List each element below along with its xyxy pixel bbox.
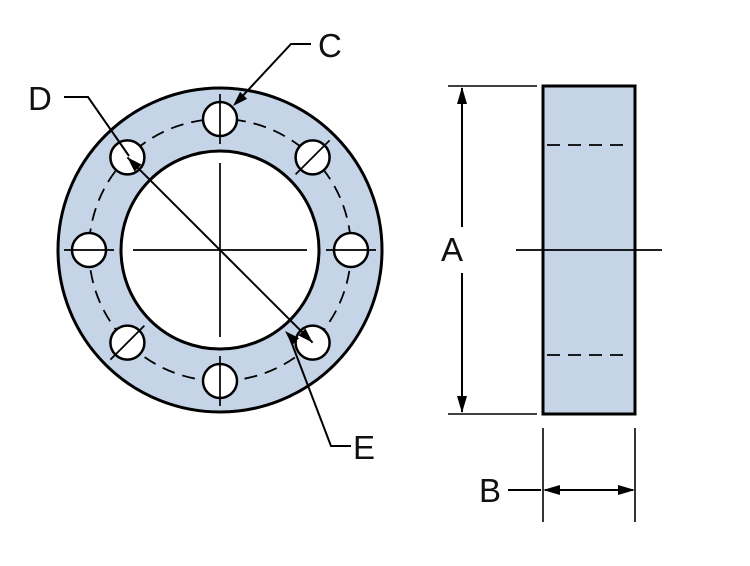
dimension-b: B [479, 428, 636, 522]
diagonal-tick-upper-right [294, 139, 331, 176]
a-arrowhead-bottom-icon [457, 396, 467, 413]
e-leader-line [288, 335, 351, 447]
dimension-d: D [28, 80, 314, 344]
label-b: B [479, 472, 501, 509]
dimension-a: A [441, 85, 537, 415]
b-arrowhead-right-icon [618, 485, 635, 495]
d-arrowhead-upper-icon [127, 157, 142, 172]
callout-e: E [285, 331, 375, 466]
a-arrowhead-top-icon [457, 87, 467, 104]
c-arrowhead-icon [233, 91, 248, 106]
e-arrowhead-icon [285, 331, 300, 346]
callout-c: C [233, 27, 342, 106]
d-leader-line [64, 96, 130, 157]
c-leader-line [235, 43, 311, 104]
label-e: E [353, 429, 375, 466]
d-dimension-line [126, 156, 314, 344]
d-arrowhead-lower-icon [298, 328, 313, 343]
label-a: A [441, 231, 463, 268]
front-view: D C E [28, 27, 384, 466]
diagonal-tick-lower-left [109, 324, 146, 361]
side-view: A B [441, 84, 662, 522]
b-arrowhead-left-icon [543, 485, 560, 495]
label-d: D [28, 80, 52, 117]
label-c: C [318, 27, 342, 64]
